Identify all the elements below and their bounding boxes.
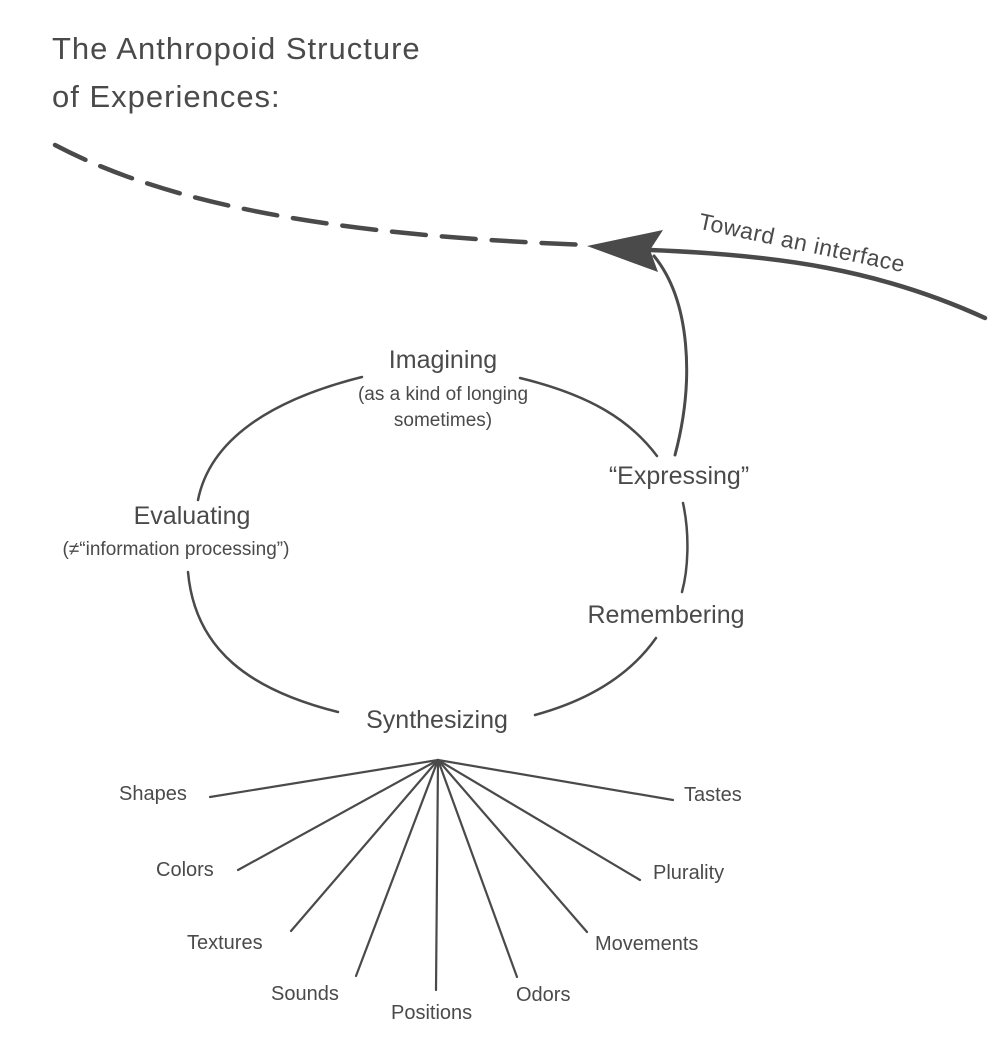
sense-odors: Odors — [516, 984, 571, 1006]
node-imagining: Imagining — [388, 346, 498, 374]
expressing-connector — [652, 254, 689, 457]
ray-movements — [436, 758, 589, 934]
node-imagining-note-2: sometimes) — [393, 410, 493, 431]
sense-movements: Movements — [595, 933, 699, 955]
cycle-arc-evaluating-synthesizing — [186, 570, 340, 714]
arrowhead-icon — [587, 230, 663, 272]
node-imagining-note-1: (as a kind of longing — [357, 384, 529, 405]
title-line-1: The Anthropoid Structure — [52, 31, 421, 66]
node-remembering: Remembering — [587, 601, 745, 629]
sense-textures: Textures — [187, 932, 263, 954]
node-evaluating-note: (≠“information processing”) — [62, 539, 290, 560]
sense-positions: Positions — [391, 1002, 473, 1024]
dashed-interface-path — [52, 142, 593, 248]
sense-shapes: Shapes — [119, 783, 187, 805]
interface-path — [647, 247, 988, 321]
ray-colors — [236, 758, 440, 872]
cycle-arc-imagining-evaluating — [196, 375, 364, 502]
ray-textures — [289, 758, 440, 933]
sense-colors: Colors — [156, 859, 214, 881]
sense-rays — [208, 758, 675, 992]
node-evaluating: Evaluating — [133, 502, 251, 530]
ray-shapes — [208, 758, 440, 799]
cycle-arc-remembering-synthesizing — [533, 636, 658, 717]
cycle-arc-expressing-remembering — [680, 501, 689, 594]
ray-plurality — [436, 758, 642, 882]
sense-tastes: Tastes — [684, 784, 742, 806]
ray-positions — [434, 758, 440, 992]
ray-odors — [436, 758, 519, 979]
sense-sounds: Sounds — [271, 983, 339, 1005]
node-expressing: “Expressing” — [608, 462, 750, 490]
node-synthesizing: Synthesizing — [366, 706, 508, 734]
sense-plurality: Plurality — [653, 862, 725, 884]
ray-tastes — [436, 758, 675, 802]
title-line-2: of Experiences: — [52, 79, 281, 114]
cycle-arc-imagining-expressing — [518, 376, 659, 458]
ray-sounds — [354, 758, 440, 978]
